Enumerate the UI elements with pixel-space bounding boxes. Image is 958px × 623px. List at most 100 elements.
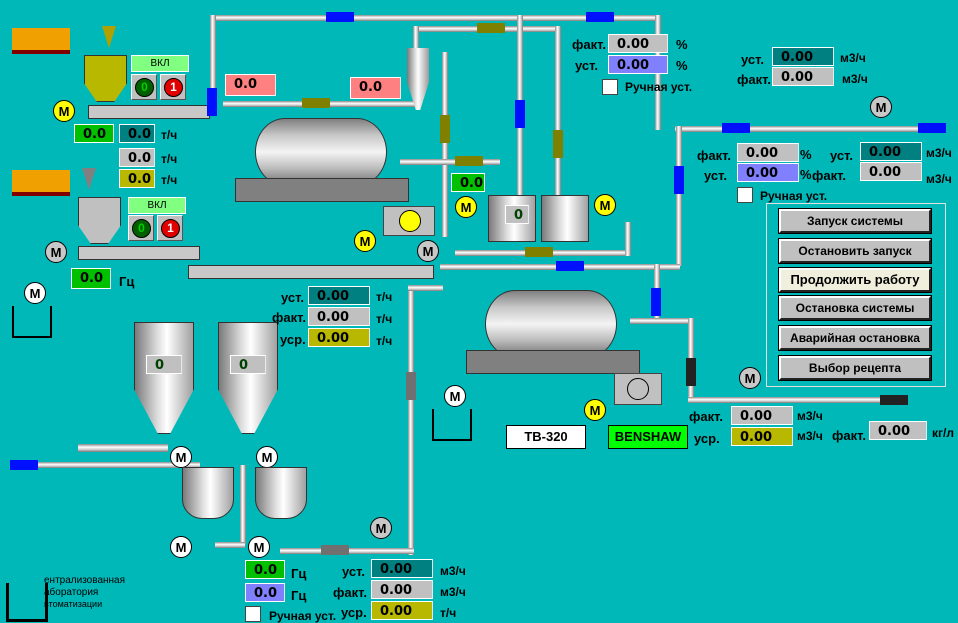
motor-icon[interactable]: M [594, 194, 616, 216]
pipe [400, 159, 500, 165]
feeder2-start-button[interactable]: 1 [157, 215, 183, 241]
pump-icon [399, 210, 421, 232]
valve-top-manual-checkbox[interactable] [602, 79, 618, 95]
unit-label: м3/ч [797, 429, 823, 443]
tank-pump-freq: 0.0 [451, 173, 485, 192]
recipe-select-button[interactable]: Выбор рецепта [778, 355, 932, 381]
motor-icon[interactable]: M [354, 230, 376, 252]
bottom-pump-freq2[interactable]: 0.0 [245, 583, 285, 602]
feeder1-speed: 0.0 [74, 124, 114, 143]
feed-arrow-icon [102, 26, 116, 48]
bottom-pump-freq1: 0.0 [245, 560, 285, 579]
fact-label: факт. [689, 409, 723, 424]
conveyor-2 [78, 246, 200, 260]
unit-label: Гц [291, 566, 307, 581]
bulldozer-icon [12, 170, 70, 196]
unit-label: м3/ч [926, 172, 952, 186]
bottom-pump-avg: 0.00 [371, 601, 433, 620]
unit-label: Гц [291, 588, 307, 603]
valve-right-set[interactable]: 0.00 [737, 163, 799, 182]
manual-label: Ручная уст. [625, 80, 693, 94]
unit-label: м3/ч [797, 409, 823, 423]
pipe [240, 465, 246, 545]
unit-label: т/ч [161, 173, 178, 187]
feeder1-fact: 0.0 [119, 148, 155, 167]
silo-2-level: 0 [230, 355, 266, 374]
mixer-tank [12, 306, 52, 338]
motor-icon[interactable]: M [45, 241, 67, 263]
feeder1-start-button[interactable]: 1 [160, 74, 186, 100]
stop-start-button[interactable]: Остановить запуск [778, 238, 932, 264]
unit-label: м3/ч [840, 51, 866, 65]
unit-label: т/ч [376, 290, 393, 304]
fact-label: факт. [832, 428, 866, 443]
feeder1-sum: 0.0 [119, 169, 155, 188]
bottom-pump-manual-checkbox[interactable] [245, 606, 261, 622]
flow-right-fact: 0.00 [860, 162, 922, 181]
mixer-motor-icon[interactable]: M [444, 385, 466, 407]
conveyor-1 [88, 105, 210, 119]
pipe [413, 26, 419, 51]
start-system-button[interactable]: Запуск системы [778, 208, 932, 234]
silo-1 [134, 322, 194, 434]
unit-label: Гц [119, 274, 135, 289]
unit-label: % [676, 37, 688, 52]
motor-icon[interactable]: M [584, 399, 606, 421]
feeder1-stop-button[interactable]: 0 [131, 74, 157, 100]
pipe [675, 126, 945, 132]
set-label: уст. [342, 564, 365, 579]
stop-label: 0 [135, 78, 154, 97]
flow-arrow-icon [556, 261, 584, 271]
flow-arrow-icon [440, 115, 450, 143]
motor-icon[interactable]: M [248, 536, 270, 558]
fact-label: факт. [272, 310, 306, 325]
conveyor-avg: 0.00 [308, 328, 370, 347]
flow-arrow-icon [918, 123, 946, 133]
conveyor-3 [188, 265, 434, 279]
pipe [442, 52, 448, 237]
valve-motor-icon[interactable]: M [739, 367, 761, 389]
valve-motor-icon[interactable]: M [870, 96, 892, 118]
logo-line-1: ентрализованная [44, 575, 126, 586]
pipe [78, 444, 168, 452]
mixer-motor-icon[interactable]: M [24, 282, 46, 304]
valve-right-manual-checkbox[interactable] [737, 187, 753, 203]
pipe [630, 318, 690, 324]
feed-arrow-icon [82, 168, 96, 190]
motor-icon[interactable]: M [417, 240, 439, 262]
motor-icon[interactable]: M [170, 536, 192, 558]
pipe [20, 462, 200, 468]
manual-label: Ручная уст. [760, 189, 828, 203]
set-label: уст. [281, 290, 304, 305]
unit-label: м3/ч [440, 564, 466, 578]
flow-arrow-icon [553, 130, 563, 158]
pipe [210, 15, 216, 110]
fact-label: факт. [572, 37, 606, 52]
unit-label: м3/ч [926, 146, 952, 160]
soft-starter-label: BENSHAW [608, 425, 688, 449]
flow-top-set: 0.00 [772, 47, 834, 66]
fact-label: факт. [737, 72, 771, 87]
valve-motor-icon[interactable]: M [370, 517, 392, 539]
outlet-fact: 0.00 [731, 406, 793, 425]
emergency-stop-button[interactable]: Аварийная остановка [778, 325, 932, 351]
avg-label: уср. [341, 605, 367, 620]
stop-system-button[interactable]: Остановка системы [778, 295, 932, 321]
bulldozer-icon [12, 28, 70, 54]
fact-label: факт. [812, 168, 846, 183]
motor-icon[interactable]: M [170, 446, 192, 468]
flow-arrow-icon [525, 247, 553, 257]
valve-top-set[interactable]: 0.00 [608, 55, 668, 74]
motor-icon[interactable]: M [53, 100, 75, 122]
unit-label: т/ч [161, 128, 178, 142]
motor-icon[interactable]: M [455, 196, 477, 218]
set-label: уст. [704, 168, 727, 183]
ball-mill-2 [485, 290, 617, 358]
flow-top-fact: 0.00 [772, 67, 834, 86]
pipe [210, 15, 660, 21]
continue-button[interactable]: Продолжить работу [778, 267, 932, 293]
feeder2-stop-button[interactable]: 0 [128, 215, 154, 241]
flow-arrow-icon [515, 100, 525, 128]
motor-icon[interactable]: M [256, 446, 278, 468]
valve-right-fact: 0.00 [737, 143, 799, 162]
